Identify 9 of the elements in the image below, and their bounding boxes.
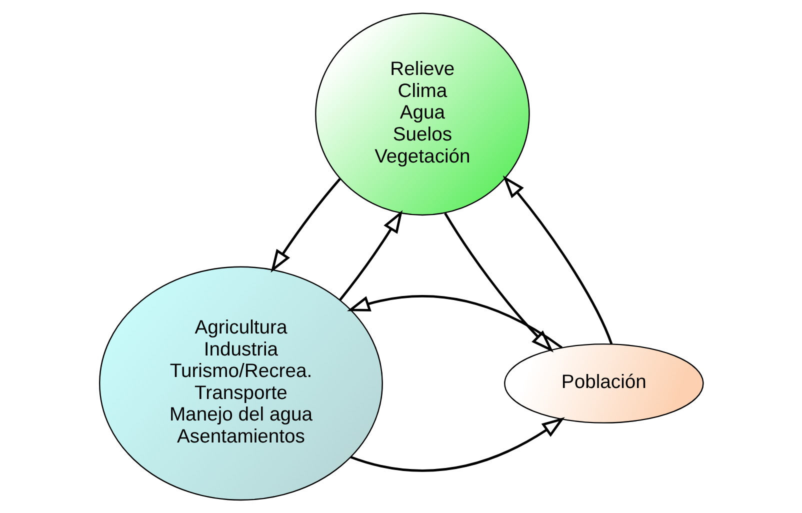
arrow bbox=[350, 417, 564, 472]
arrow bbox=[502, 175, 612, 345]
arrow bbox=[338, 210, 402, 301]
node-ellipse: Agricultura Industria Turismo/Recrea. Transporte Manejo del agua Asentamientos bbox=[98, 266, 382, 501]
node-circle: Relieve Clima Agua Suelos Vegetación bbox=[314, 12, 530, 216]
node-ellipse: Población bbox=[504, 343, 704, 424]
arrow bbox=[270, 178, 340, 273]
arrow bbox=[346, 295, 562, 349]
arrow bbox=[444, 212, 554, 352]
